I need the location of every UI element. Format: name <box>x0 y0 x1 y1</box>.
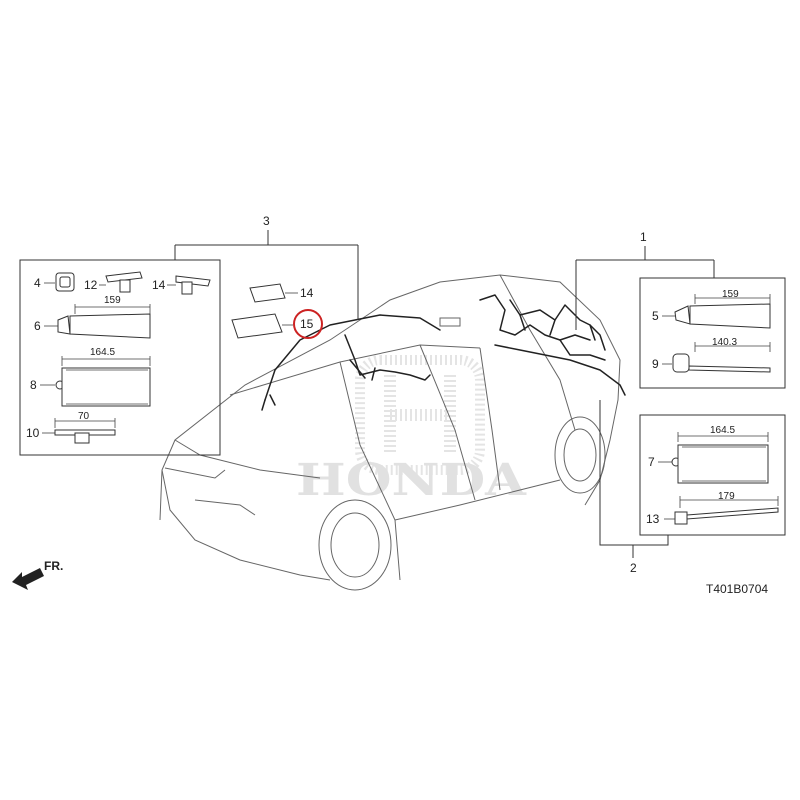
part-5: 5 159 <box>652 289 771 329</box>
front-arrow: FR. <box>12 559 63 590</box>
part-5-label: 5 <box>652 309 659 323</box>
part-6-label: 6 <box>34 319 41 333</box>
part-9-dimension: 140.3 <box>712 337 737 348</box>
part-7-dimension: 164.5 <box>710 425 735 436</box>
car-outline <box>159 274 621 591</box>
watermark-text: HONDA <box>296 455 527 506</box>
group-3-label: 3 <box>263 214 270 228</box>
part-7: 7 164.5 <box>648 425 769 484</box>
wire-harness <box>261 294 626 411</box>
part-15: 15 <box>231 309 323 339</box>
part-5-dimension: 159 <box>722 289 739 300</box>
diagram-code: T401B0704 <box>706 582 768 596</box>
part-6-dimension: 159 <box>104 295 121 306</box>
part-13-dimension: 179 <box>718 491 735 502</box>
part-4-label: 4 <box>34 276 41 290</box>
part-15-highlight <box>293 309 323 339</box>
part-11-label: 12 <box>84 278 98 292</box>
group-3-box <box>19 259 221 456</box>
part-8-label: 8 <box>30 378 37 392</box>
part-11: 12 <box>84 271 143 293</box>
part-6: 6 159 <box>34 295 151 339</box>
group-1: 1 <box>575 230 786 389</box>
front-label: FR. <box>44 559 63 573</box>
part-10: 10 70 <box>26 411 116 444</box>
part-9-label: 9 <box>652 357 659 371</box>
part-13: 13 179 <box>646 491 779 526</box>
group-3: 3 <box>19 214 359 456</box>
part-10-dimension: 70 <box>78 411 90 422</box>
part-9: 9 140.3 <box>652 337 771 373</box>
part-14-label: 14 <box>300 286 314 300</box>
group-1-box <box>639 277 786 389</box>
part-7-label: 7 <box>648 455 655 469</box>
part-8: 8 164.5 <box>30 347 151 407</box>
part-15-label: 15 <box>300 317 314 331</box>
group-2: 2 <box>599 400 786 575</box>
group-2-box <box>639 414 786 536</box>
part-13-label: 13 <box>646 512 660 526</box>
part-8-dimension: 164.5 <box>90 347 115 358</box>
part-12: 14 <box>152 275 211 295</box>
part-10-label: 10 <box>26 426 40 440</box>
part-12-label: 14 <box>152 278 166 292</box>
part-4: 4 <box>34 272 75 292</box>
group-1-label: 1 <box>640 230 647 244</box>
group-2-label: 2 <box>630 561 637 575</box>
part-14: 14 <box>249 283 314 303</box>
